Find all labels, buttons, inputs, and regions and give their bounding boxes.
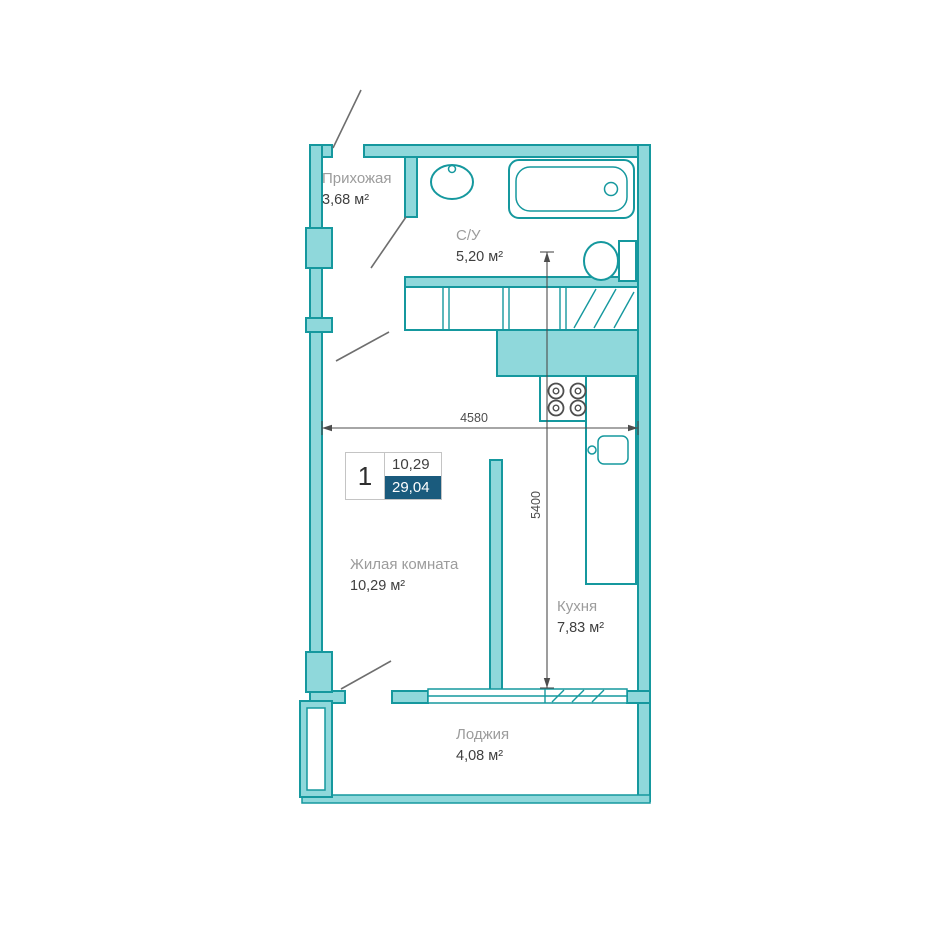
room-name: Жилая комната bbox=[350, 556, 459, 573]
room-name: Прихожая bbox=[322, 170, 392, 187]
kitchen-sink-icon bbox=[587, 435, 629, 465]
room-area: 3,68 м² bbox=[322, 192, 370, 208]
balcony-door-swing bbox=[340, 660, 392, 690]
bathtub-icon bbox=[508, 159, 635, 219]
entrance-door-swing bbox=[332, 89, 362, 149]
apartment-badge: 1 10,29 29,04 bbox=[345, 452, 442, 500]
room-label-hallway: Прихожая 3,68 м² bbox=[322, 170, 392, 208]
room-area: 5,20 м² bbox=[456, 249, 504, 265]
walls bbox=[301, 144, 651, 804]
bathroom-door-swing bbox=[370, 216, 407, 269]
room-area: 10,29 м² bbox=[350, 578, 406, 594]
dimension-lines bbox=[321, 251, 639, 689]
loggia-window-block bbox=[299, 700, 333, 798]
dimension-height-label: 5400 bbox=[529, 477, 543, 533]
dimension-width-label: 4580 bbox=[446, 411, 502, 425]
badge-living-area: 10,29 bbox=[392, 456, 430, 473]
room-door-swing bbox=[335, 331, 390, 362]
room-area: 7,83 м² bbox=[557, 620, 605, 636]
room-name: С/У bbox=[456, 227, 481, 244]
stove-icon bbox=[539, 375, 587, 422]
badge-areas: 10,29 29,04 bbox=[385, 453, 441, 499]
washbasin-icon bbox=[430, 164, 474, 200]
room-name: Лоджия bbox=[456, 726, 510, 743]
badge-rooms-count: 1 bbox=[346, 453, 385, 499]
room-name: Кухня bbox=[557, 598, 598, 615]
room-label-loggia: Лоджия 4,08 м² bbox=[456, 726, 509, 764]
badge-total-area: 29,04 bbox=[385, 476, 441, 499]
kitchen-units bbox=[404, 286, 639, 331]
door-swings bbox=[332, 89, 407, 690]
kitchen-counter bbox=[585, 375, 637, 585]
room-label-living: Жилая комната 10,29 м² bbox=[350, 556, 458, 594]
toilet-icon bbox=[583, 240, 637, 282]
room-area: 4,08 м² bbox=[456, 748, 504, 764]
room-label-bathroom: С/У 5,20 м² bbox=[456, 227, 503, 265]
ventilation-shaft bbox=[496, 329, 639, 377]
room-label-kitchen: Кухня 7,83 м² bbox=[557, 598, 604, 636]
balcony-window bbox=[427, 688, 628, 704]
